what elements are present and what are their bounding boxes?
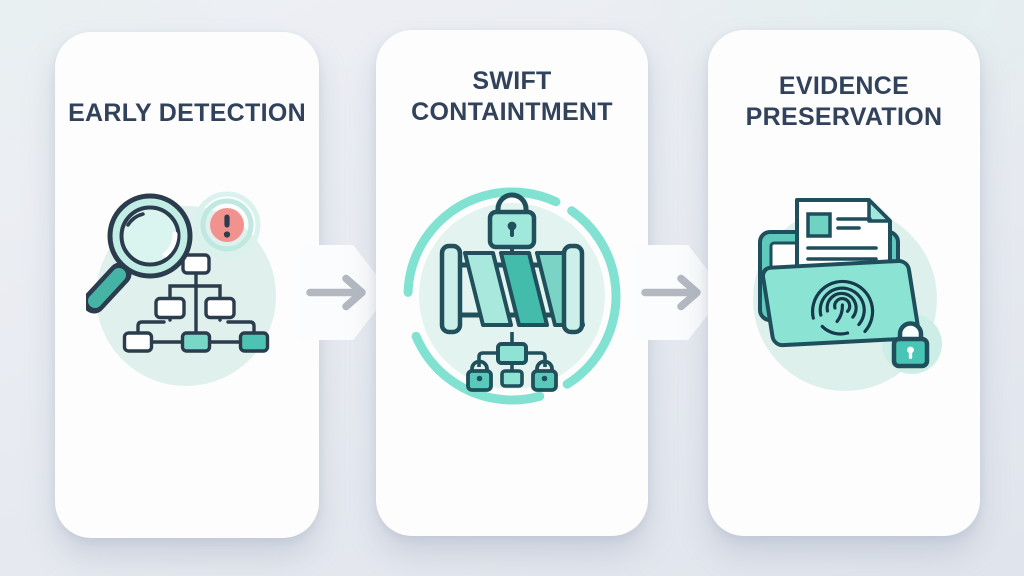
barrier-locks-icon xyxy=(397,181,627,416)
arrow-right-glyph xyxy=(641,274,701,311)
step-card-early-detection: EARLY DETECTION xyxy=(55,32,319,538)
evidence-illustration xyxy=(753,198,942,391)
step-title-line: EARLY DETECTION xyxy=(68,99,306,127)
alert-badge-icon xyxy=(193,191,261,259)
magnifier-hierarchy-alert-icon xyxy=(82,188,286,393)
top-lock-icon xyxy=(487,192,537,250)
folder-front-icon xyxy=(760,258,921,348)
folder-fingerprint-lock-icon xyxy=(742,192,952,407)
fingerprint-icon xyxy=(811,279,875,336)
early-detection-illustration xyxy=(82,191,276,386)
step-title-line: CONTAINTMENT xyxy=(411,98,613,126)
step-title: EVIDENCE PRESERVATION xyxy=(708,30,980,133)
locked-network-icon xyxy=(466,332,558,392)
step-title: SWIFT CONTAINTMENT xyxy=(376,30,648,128)
containment-illustration xyxy=(403,187,621,405)
step-title-line: PRESERVATION xyxy=(745,103,943,131)
step-title: EARLY DETECTION xyxy=(55,32,319,129)
evidence-lock-icon xyxy=(891,321,930,369)
step-card-swift-containment: SWIFT CONTAINTMENT xyxy=(376,30,648,536)
hierarchy-chart-icon xyxy=(122,253,270,353)
arrow-right-glyph xyxy=(306,274,366,311)
step-title-line: EVIDENCE xyxy=(778,72,910,100)
barrier-icon xyxy=(439,243,585,335)
broken-ring-icon xyxy=(403,187,621,405)
magnifier-icon xyxy=(82,193,193,314)
step-title-line: SWIFT xyxy=(472,67,552,95)
step-card-evidence-preservation: EVIDENCE PRESERVATION xyxy=(708,30,980,536)
